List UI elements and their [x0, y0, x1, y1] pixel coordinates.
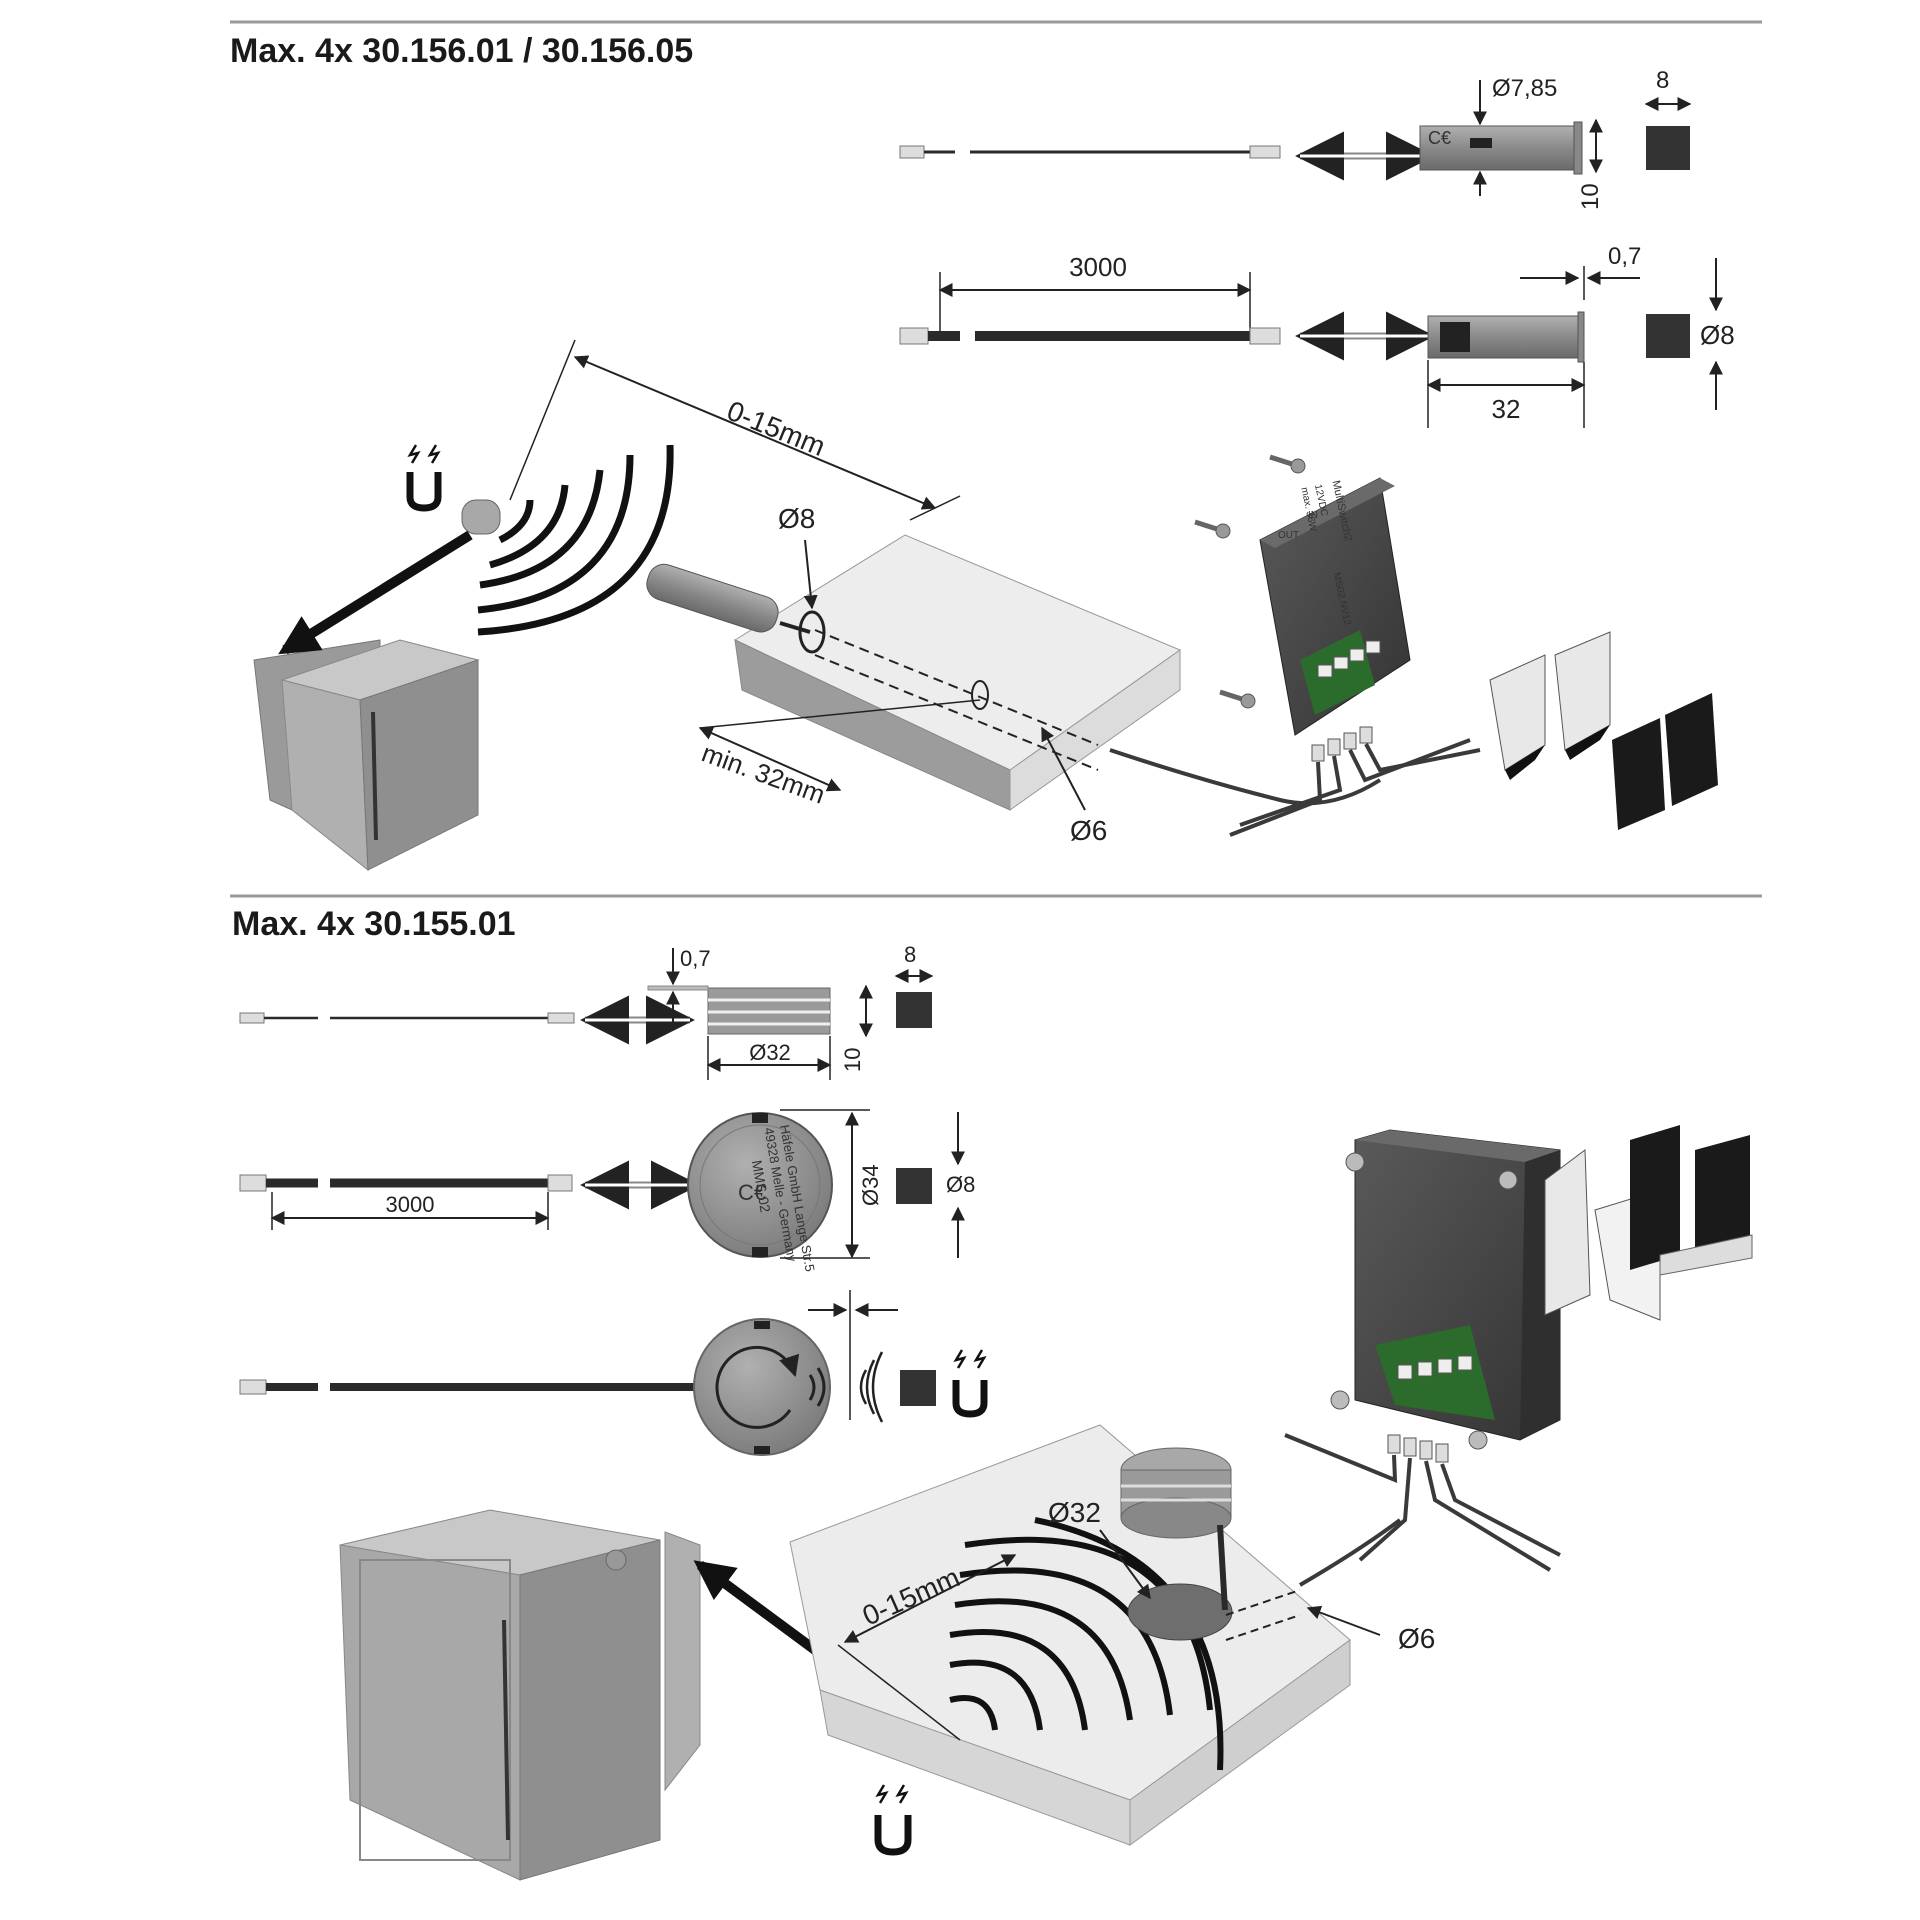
svg-text:Ø6: Ø6: [1070, 815, 1107, 846]
screw-icon: [1194, 519, 1231, 539]
svg-text:Ø34: Ø34: [858, 1164, 883, 1206]
dim-length-3000-b: 3000: [270, 1192, 550, 1230]
dim-drill-8: Ø8: [778, 503, 818, 610]
svg-text:C€: C€: [738, 1180, 766, 1205]
svg-text:10: 10: [840, 1048, 865, 1072]
mounting-board-1: [733, 534, 1182, 811]
svg-text:0-15mm: 0-15mm: [723, 395, 830, 462]
magnet-icon: [952, 1349, 988, 1418]
screw-icon: [1345, 1152, 1365, 1172]
cable-assembly-3: [239, 1012, 575, 1024]
mounting-board-2: [789, 1424, 1351, 1846]
dim-thickness-07: 0,7: [1520, 243, 1641, 300]
cabinet-1: [253, 639, 480, 872]
flat-sensor-side: [1427, 311, 1585, 363]
svg-text:Ø32: Ø32: [749, 1040, 791, 1065]
svg-text:Ø7,85: Ø7,85: [1492, 75, 1557, 102]
svg-text:10: 10: [1577, 183, 1604, 210]
screw-icon: [1330, 1390, 1350, 1410]
magnet-icon: [874, 1784, 912, 1856]
magnet-square-3: 8: [894, 942, 934, 1028]
svg-text:Ø8: Ø8: [1700, 320, 1735, 350]
dim-drill-32: Ø32: [1048, 1497, 1151, 1600]
dim-diameter-785: Ø7,85: [1473, 75, 1557, 196]
dim-diameter-32: Ø32: [706, 1036, 832, 1080]
cable-assembly-4: [239, 1174, 573, 1192]
cable-assembly-2: [899, 327, 1281, 345]
dim-diameter-34: Ø34: [780, 1109, 883, 1259]
velcro-pad-icon: [1489, 631, 1718, 830]
dim-length-3000: 3000: [938, 252, 1252, 335]
cable-assembly-5: [239, 1379, 700, 1395]
mount-direction-arrow: [278, 530, 473, 655]
screw-icon: [1468, 1430, 1488, 1450]
magnet-square-1: 8: [1644, 67, 1692, 170]
magnet-square-2: Ø8: [1646, 258, 1735, 410]
svg-text:Ø6: Ø6: [1398, 1623, 1435, 1654]
connector-block-1: [1229, 726, 1481, 837]
svg-text:8: 8: [1656, 67, 1669, 94]
dim-gap: [808, 1290, 898, 1420]
sensor-cable-1: [1109, 748, 1382, 806]
disc-sensor-active: [693, 1318, 831, 1456]
disc-sensor-top: C€ Häfele GmbH Lange Str.5 49328 Melle -…: [687, 1112, 833, 1273]
signal-waves-icon: [859, 1351, 884, 1423]
svg-text:8: 8: [904, 942, 916, 967]
disc-sensor-side: [647, 985, 831, 1035]
cabinet-2: [339, 1509, 701, 1881]
dim-cable-6-b: Ø6: [1306, 1605, 1435, 1654]
round-magnet: [461, 499, 501, 535]
svg-text:0,7: 0,7: [680, 946, 711, 971]
dim-height-10: 10: [1577, 118, 1604, 210]
svg-text:Ø8: Ø8: [946, 1172, 975, 1197]
svg-text:IN: IN: [1308, 510, 1318, 521]
svg-text:min. 32mm: min. 32mm: [698, 737, 829, 809]
svg-text:OUT: OUT: [1278, 530, 1299, 541]
dim-height-10-b: 10: [840, 984, 873, 1072]
svg-text:32: 32: [1492, 394, 1521, 424]
screw-icon: [1269, 454, 1306, 474]
magnet-square-4: Ø8: [896, 1112, 975, 1258]
dim-thickness-07-b: 0,7: [666, 946, 711, 1030]
svg-text:3000: 3000: [1069, 252, 1127, 282]
section-2-title: Max. 4x 30.155.01: [232, 905, 516, 943]
dim-cable-6: Ø6: [1041, 726, 1107, 846]
svg-text:C€: C€: [1428, 128, 1451, 148]
signal-waves-icon: [477, 444, 674, 636]
cylinder-sensor-inserted: [646, 563, 826, 654]
disc-sensor-exploded: [1120, 1447, 1232, 1611]
multiswitch-controller-2: [1354, 1129, 1561, 1441]
connector-block-2: [1284, 1433, 1561, 1572]
cylinder-sensor-side: C€: [1419, 121, 1583, 175]
dim-range-0-15: 0-15mm: [509, 339, 961, 521]
drill-hole: [1127, 1583, 1301, 1641]
svg-text:3000: 3000: [386, 1192, 435, 1217]
svg-text:Ø32: Ø32: [1048, 1497, 1101, 1528]
sensor-cable-2: [1298, 1518, 1402, 1587]
screw-icon: [1219, 689, 1256, 709]
cable-assembly-1: [899, 145, 1281, 159]
dim-length-32: 32: [1426, 360, 1586, 428]
svg-text:0,7: 0,7: [1608, 243, 1641, 270]
velcro-pad-icon: [1544, 1125, 1753, 1321]
magnet-square-5: [900, 1370, 936, 1406]
multiswitch-controller-1: MultiSwitch2 12VDC max. 36W MS02.NV12 IN…: [1259, 477, 1411, 736]
section-1-title: Max. 4x 30.156.01 / 30.156.05: [230, 32, 693, 70]
screw-icon: [1498, 1170, 1518, 1190]
magnet-icon: [406, 444, 442, 512]
svg-text:Ø8: Ø8: [778, 503, 815, 534]
